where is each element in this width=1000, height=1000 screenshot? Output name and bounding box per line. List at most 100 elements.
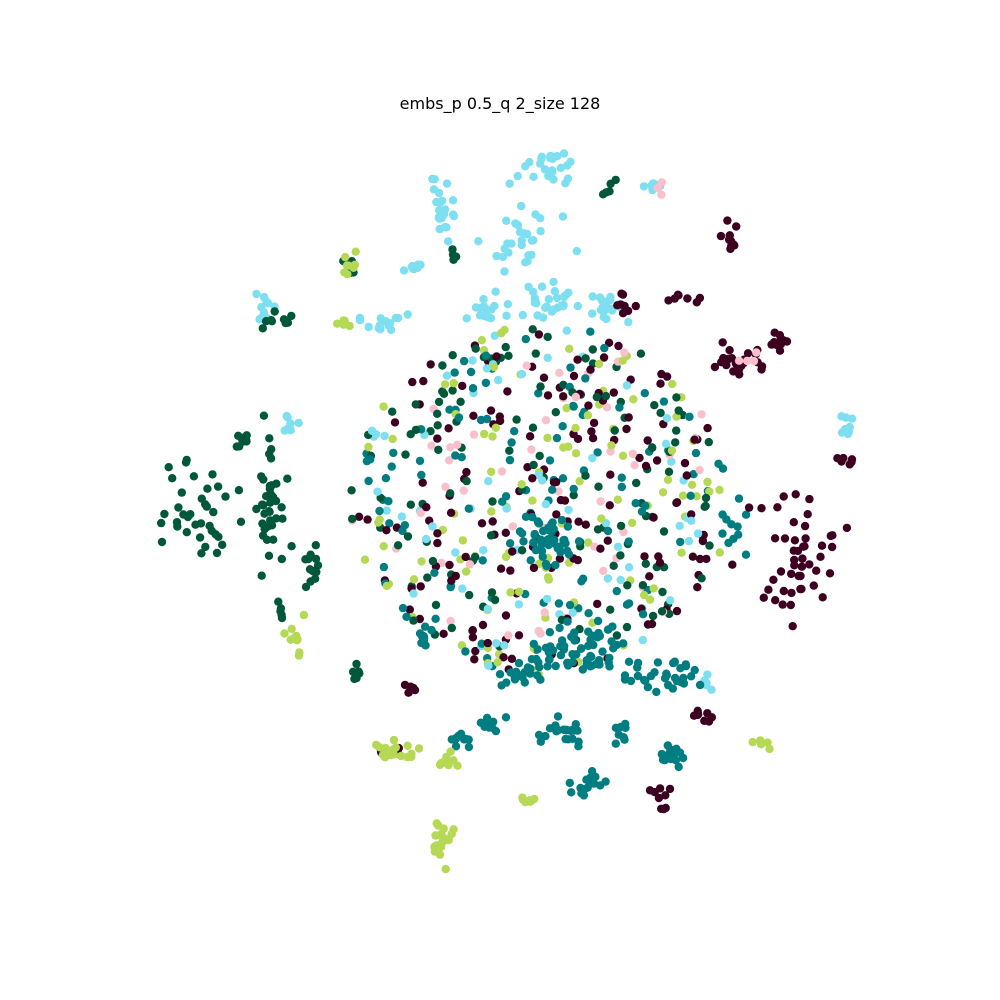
scatter-point-dark-green (279, 315, 289, 324)
scatter-point-teal (481, 721, 490, 731)
scatter-point-cyan (416, 260, 425, 269)
scatter-point-cyan (523, 257, 532, 266)
scatter-point-teal (600, 343, 609, 353)
scatter-point-burgundy (780, 534, 790, 543)
scatter-point-teal (689, 470, 698, 479)
scatter-point-lime (480, 429, 489, 439)
scatter-point-burgundy (433, 529, 442, 538)
scatter-point-teal (461, 647, 470, 656)
scatter-point-cyan (564, 505, 573, 515)
scatter-point-teal (670, 657, 679, 666)
scatter-point-pink (508, 522, 518, 531)
scatter-point-dark-green (265, 434, 274, 443)
scatter-point-dark-green (260, 509, 269, 518)
scatter-point-burgundy (496, 564, 506, 573)
scatter-point-cyan (529, 236, 538, 245)
scatter-point-burgundy (799, 542, 808, 551)
scatter-point-cyan (606, 292, 615, 302)
scatter-point-lime (571, 449, 581, 458)
scatter-point-lime (417, 557, 426, 566)
scatter-point-cyan (474, 237, 483, 246)
scatter-point-burgundy (778, 600, 787, 609)
scatter-point-burgundy (803, 510, 812, 519)
scatter-point-dark-green (265, 481, 275, 491)
scatter-point-cyan (381, 317, 390, 326)
scatter-point-dark-green (201, 542, 210, 552)
scatter-point-teal (445, 405, 454, 414)
scatter-point-dark-green (448, 351, 457, 360)
scatter-point-burgundy (809, 581, 818, 590)
scatter-point-burgundy (581, 520, 590, 529)
scatter-point-dark-green (183, 512, 193, 522)
scatter-point-burgundy (773, 503, 782, 512)
scatter-point-teal (543, 662, 552, 671)
scatter-point-dark-green (164, 463, 173, 472)
scatter-point-dark-green (232, 442, 241, 451)
scatter-point-pink (469, 430, 479, 439)
scatter-point-burgundy (447, 576, 456, 585)
scatter-point-teal (586, 327, 595, 336)
scatter-point-dark-green (301, 582, 311, 592)
scatter-point-lime (678, 491, 688, 500)
scatter-point-lime (506, 588, 515, 597)
scatter-point-dark-green (512, 415, 521, 424)
scatter-point-teal (526, 556, 535, 565)
scatter-point-dark-green (697, 574, 706, 583)
scatter-point-dark-green (428, 556, 438, 566)
scatter-point-burgundy (613, 301, 622, 310)
scatter-point-burgundy (647, 619, 657, 629)
scatter-point-burgundy (445, 560, 454, 570)
scatter-point-teal (620, 675, 630, 684)
scatter-point-pink (446, 616, 455, 626)
scatter-point-cyan (442, 179, 452, 188)
scatter-point-dark-green (236, 517, 246, 526)
scatter-point-pink (497, 467, 507, 476)
scatter-point-pink (555, 368, 564, 377)
scatter-point-teal (461, 734, 470, 744)
scatter-point-lime (543, 573, 553, 582)
scatter-point-lime (677, 548, 686, 557)
scatter-point-teal (565, 600, 575, 610)
scatter-point-dark-green (433, 421, 442, 430)
scatter-point-cyan (595, 293, 605, 302)
scatter-point-teal (576, 644, 586, 653)
scatter-point-cyan (624, 563, 634, 572)
scatter-point-cyan (487, 305, 496, 314)
scatter-point-burgundy (468, 633, 478, 642)
scatter-point-burgundy (703, 423, 712, 433)
scatter-point-dark-green (174, 503, 183, 512)
scatter-point-lime (645, 595, 655, 604)
scatter-point-lime (388, 434, 397, 444)
scatter-point-lime (756, 736, 765, 745)
scatter-point-teal (558, 422, 567, 431)
scatter-point-cyan (482, 364, 492, 373)
scatter-point-dark-green (197, 549, 206, 558)
scatter-point-pink (453, 440, 462, 449)
scatter-point-pink (734, 356, 744, 365)
scatter-point-burgundy (790, 561, 799, 570)
scatter-point-burgundy (573, 355, 582, 364)
scatter-point-burgundy (775, 346, 785, 355)
scatter-point-teal (366, 455, 375, 464)
scatter-point-teal (582, 656, 591, 665)
scatter-point-cyan (837, 412, 846, 421)
scatter-point-lime (487, 507, 496, 516)
scatter-point-teal (415, 456, 425, 466)
scatter-point-burgundy (845, 460, 854, 469)
scatter-point-dark-green (257, 500, 267, 509)
scatter-point-teal (547, 520, 556, 529)
scatter-point-teal (420, 622, 430, 631)
scatter-point-pink (554, 487, 563, 496)
scatter-point-lime (528, 496, 537, 505)
scatter-point-cyan (531, 210, 540, 219)
scatter-point-lime (493, 658, 502, 667)
scatter-point-teal (417, 470, 426, 480)
scatter-point-lime (571, 423, 580, 433)
scatter-point-teal (520, 678, 529, 687)
scatter-point-teal (563, 617, 572, 626)
scatter-point-cyan (662, 414, 672, 423)
scatter-point-cyan (430, 175, 439, 184)
scatter-point-lime (521, 797, 530, 807)
scatter-point-teal (603, 526, 613, 536)
scatter-point-teal (570, 636, 579, 645)
